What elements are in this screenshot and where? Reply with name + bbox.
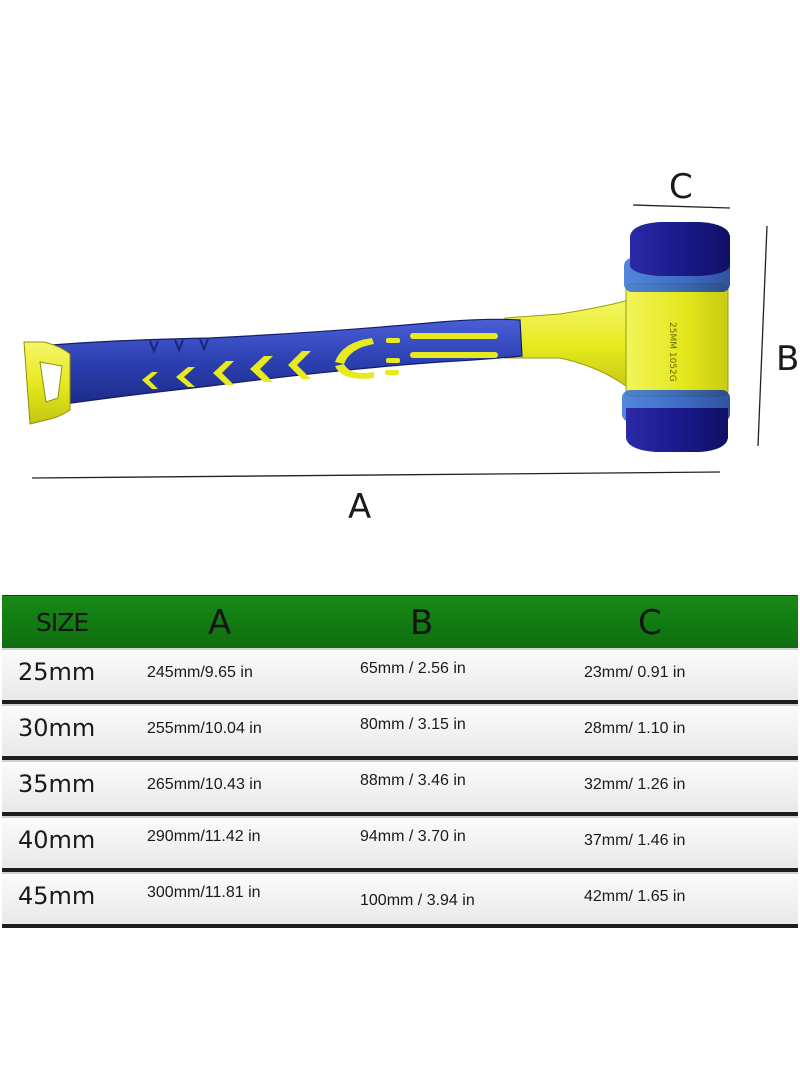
- cell-c: 32mm/ 1.26 in: [584, 776, 686, 793]
- header-c: C: [638, 603, 662, 643]
- hammer-handle: [23, 297, 637, 425]
- header-a: A: [208, 603, 232, 643]
- cell-a: 245mm/9.65 in: [147, 664, 253, 681]
- cell-a: 290mm/11.42 in: [147, 828, 261, 845]
- cell-size: 30mm: [18, 714, 96, 742]
- table-row: 30mm 255mm/10.04 in 80mm / 3.15 in 28mm/…: [2, 704, 798, 760]
- grip-notches: [149, 338, 209, 354]
- cell-b: 94mm / 3.70 in: [360, 828, 466, 845]
- table-header: SIZE A B C: [2, 595, 798, 648]
- dimension-line-c: [632, 204, 731, 209]
- dimension-label-b: B: [776, 339, 799, 379]
- cell-a: 255mm/10.04 in: [147, 720, 262, 737]
- head-bottom-cap: [626, 408, 728, 452]
- grip-stripes: [335, 333, 498, 379]
- table-row: 35mm 265mm/10.43 in 88mm / 3.46 in 32mm/…: [2, 760, 798, 816]
- grip-chevrons: [142, 351, 311, 389]
- dimension-label-a: A: [348, 487, 371, 527]
- handle-neck: [504, 297, 637, 396]
- hammer-dimension-diagram: A B C: [23, 167, 799, 527]
- head-top-cap: [630, 222, 730, 276]
- hammer-head: 25MM 1052G: [622, 222, 730, 452]
- table-row: 40mm 290mm/11.42 in 94mm / 3.70 in 37mm/…: [2, 816, 798, 872]
- cell-b: 88mm / 3.46 in: [360, 772, 466, 789]
- cell-size: 35mm: [18, 770, 96, 798]
- cell-a: 300mm/11.81 in: [147, 884, 261, 901]
- header-size: SIZE: [36, 608, 89, 637]
- dimension-label-c: C: [669, 167, 693, 207]
- table-row: 25mm 245mm/9.65 in 65mm / 2.56 in 23mm/ …: [2, 648, 798, 704]
- handle-grip: [39, 318, 523, 407]
- cell-size: 25mm: [18, 658, 96, 686]
- cell-a: 265mm/10.43 in: [147, 776, 262, 793]
- cell-b: 80mm / 3.15 in: [360, 716, 466, 733]
- cell-b: 100mm / 3.94 in: [360, 892, 475, 909]
- head-stamp: 25MM 1052G: [667, 322, 677, 382]
- header-b: B: [410, 603, 434, 643]
- cell-size: 40mm: [18, 826, 96, 854]
- cell-c: 23mm/ 0.91 in: [584, 664, 686, 681]
- hang-hole: [39, 361, 63, 403]
- dimension-line-b: [757, 225, 768, 447]
- table-row: 45mm 300mm/11.81 in 100mm / 3.94 in 42mm…: [2, 872, 798, 928]
- cell-c: 42mm/ 1.65 in: [584, 888, 686, 905]
- cell-b: 65mm / 2.56 in: [360, 660, 466, 677]
- cell-c: 37mm/ 1.46 in: [584, 832, 686, 849]
- cell-c: 28mm/ 1.10 in: [584, 720, 686, 737]
- size-table: SIZE A B C 25mm 245mm/9.65 in 65mm / 2.5…: [2, 595, 798, 928]
- cell-size: 45mm: [18, 882, 96, 910]
- dimension-line-a: [31, 471, 721, 479]
